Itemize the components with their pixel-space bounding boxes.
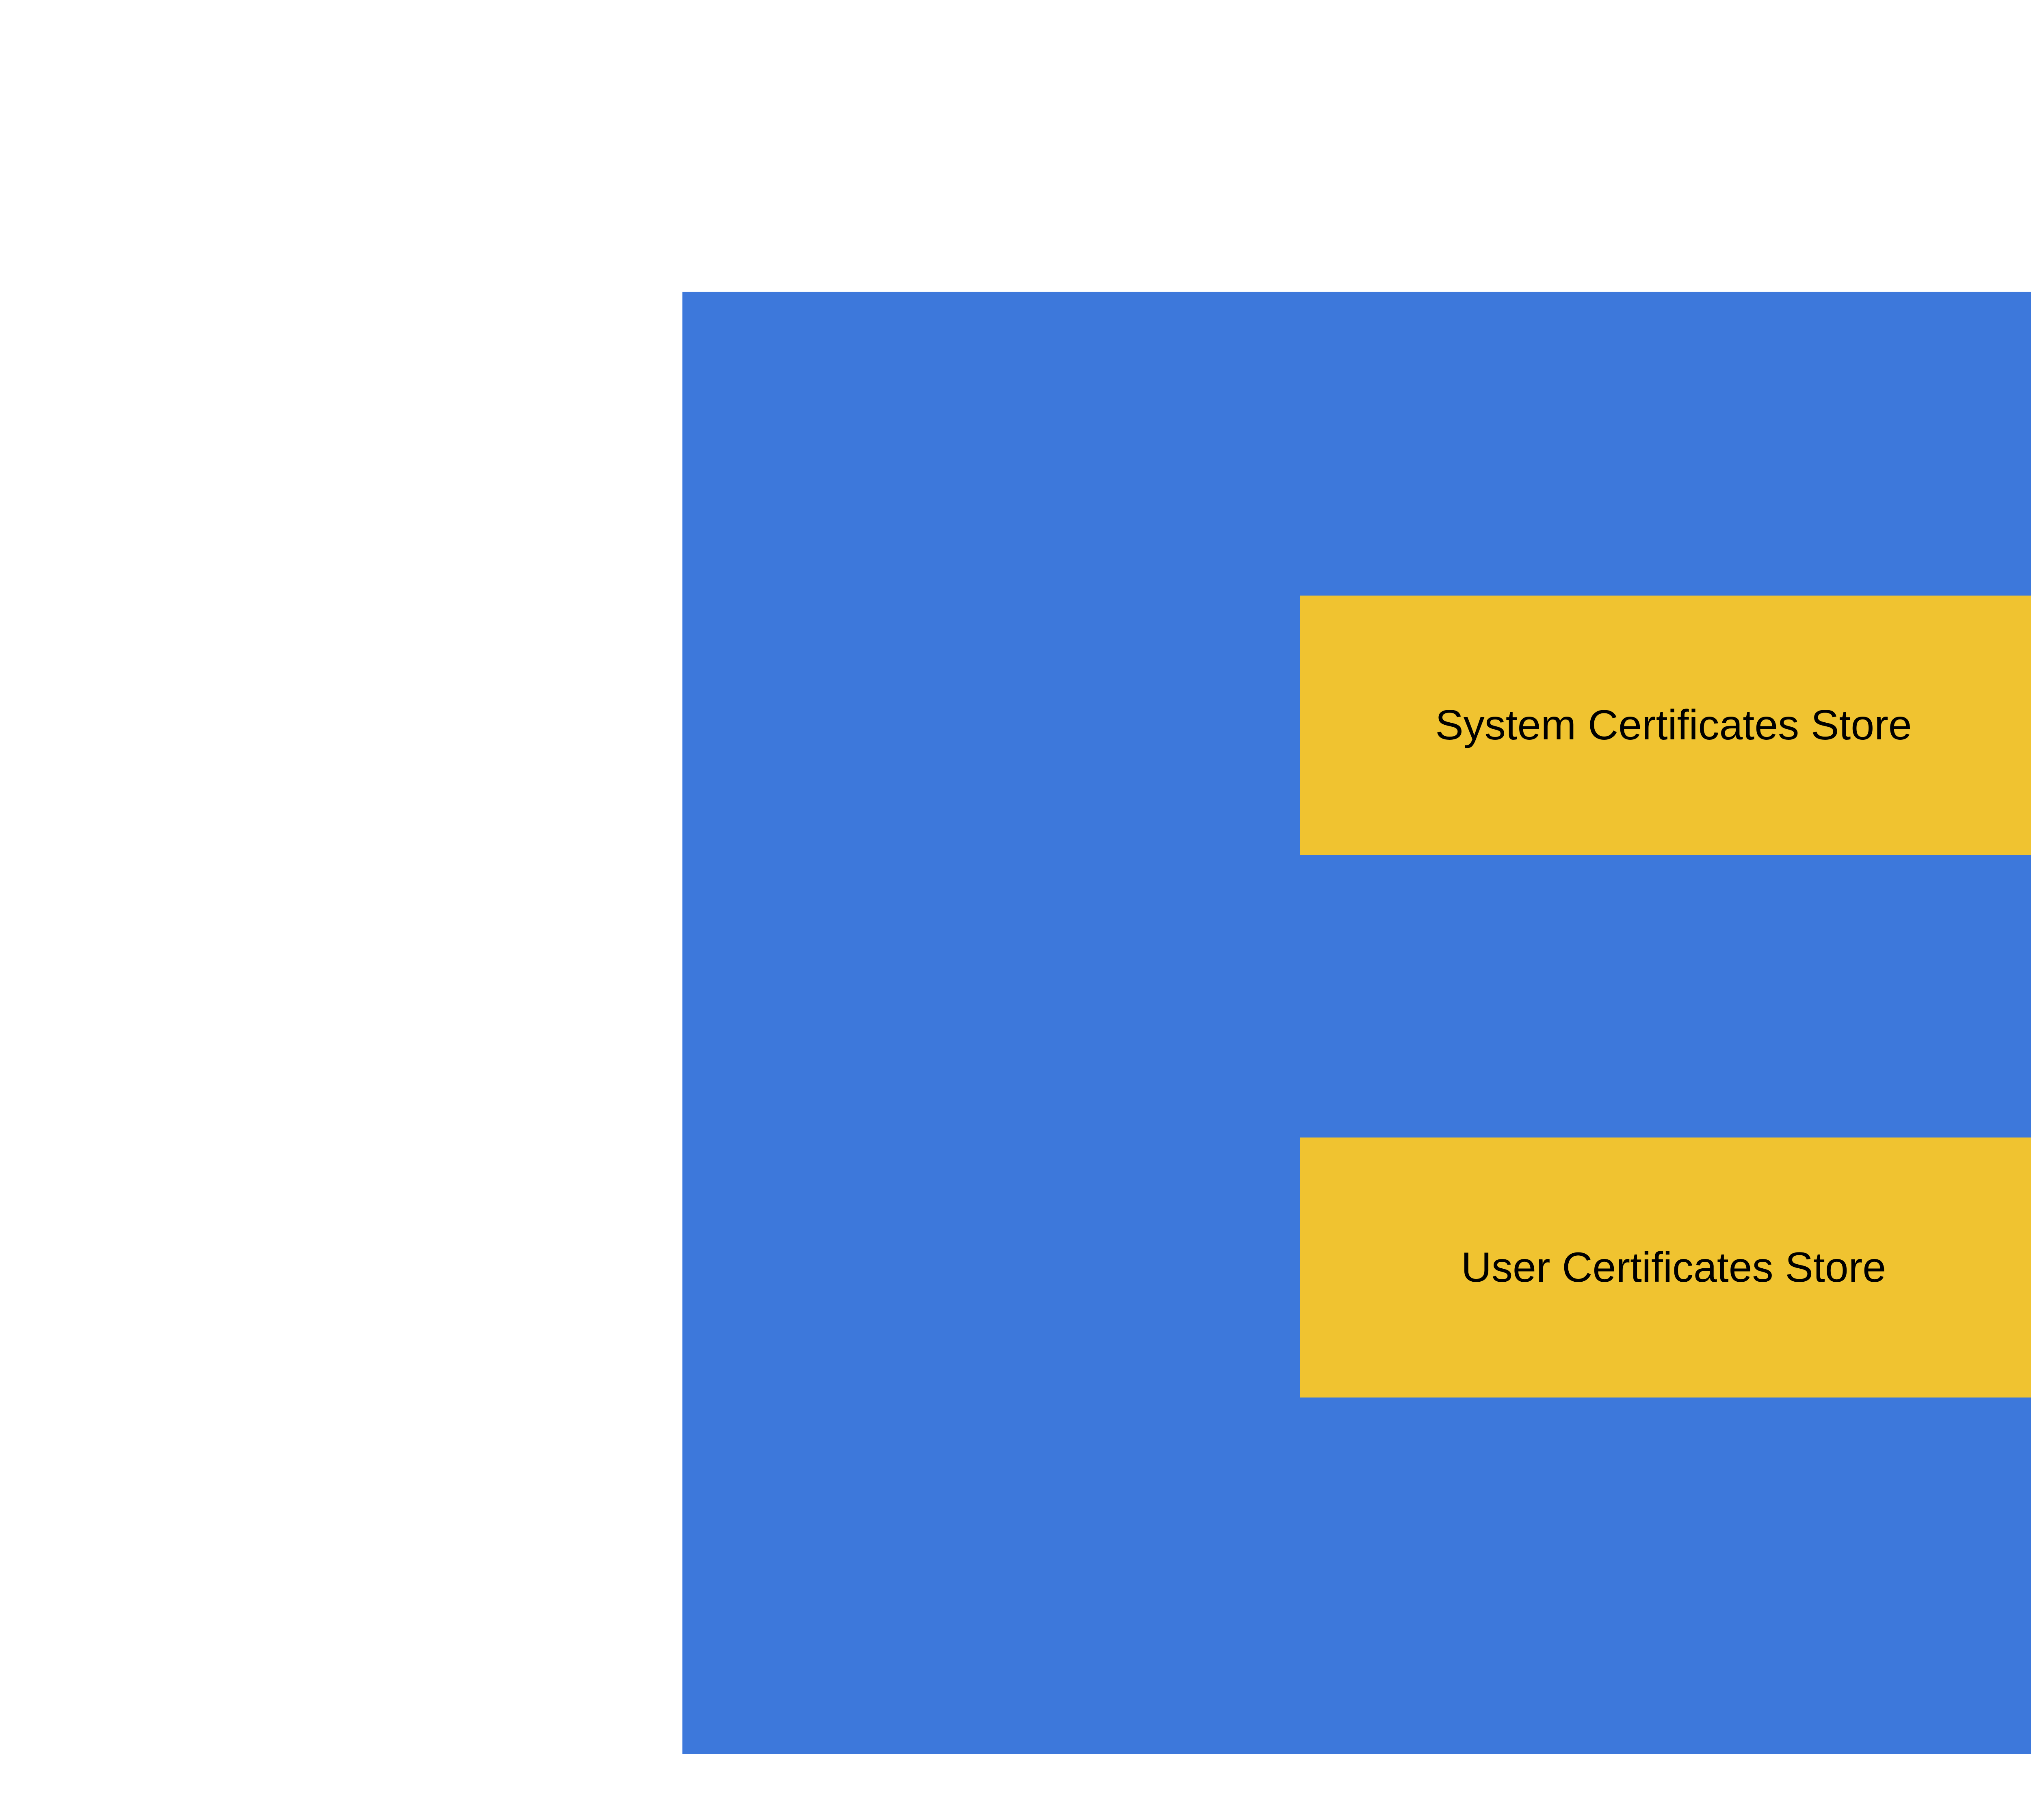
node-system-certificates-store[interactable]: System Certificates Store xyxy=(1300,596,2031,855)
node-label-user-certificates-store: User Certificates Store xyxy=(1461,1244,1886,1291)
windows-client-panel[interactable]: Windows client xyxy=(682,292,2031,1754)
node-label-system-certificates-store: System Certificates Store xyxy=(1435,702,1912,749)
node-user-certificates-store[interactable]: User Certificates Store xyxy=(1300,1138,2031,1398)
